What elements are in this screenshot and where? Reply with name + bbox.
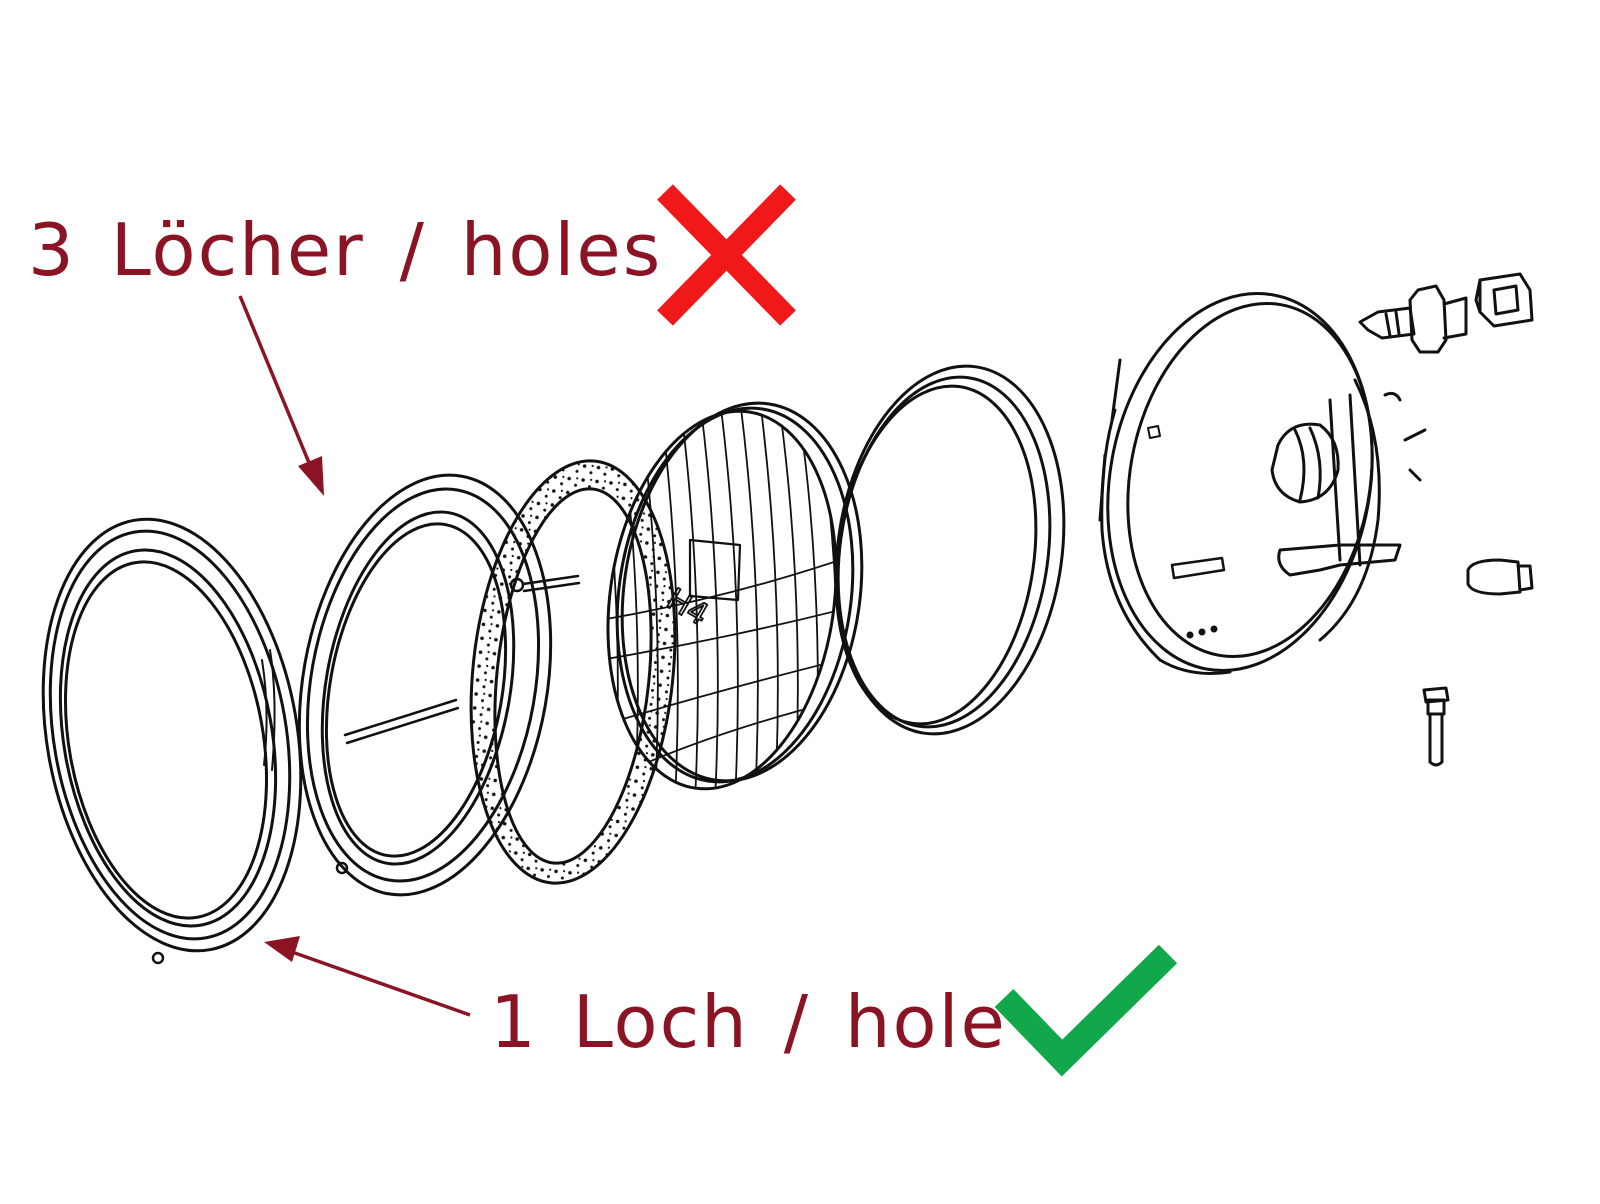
parking-bulb: [1466, 558, 1534, 596]
sealing-gasket: [469, 459, 677, 885]
three-holes-label: 3 Löcher / holes: [28, 208, 663, 292]
arrow-to-three-hole-ring: [238, 295, 314, 471]
reflector-housing: [1098, 292, 1427, 675]
one-hole-label: 1 Loch / hole: [490, 980, 1007, 1064]
mounting-hole: [335, 861, 349, 875]
adjustment-screw: [1422, 686, 1450, 767]
arrow-head: [264, 936, 300, 962]
callout-arrows: [238, 295, 471, 1017]
retaining-pin: [521, 574, 581, 593]
h4-bulb: [1358, 284, 1468, 354]
green-checkmark-icon: [994, 944, 1178, 1077]
arrow-to-one-hole-ring: [291, 950, 471, 1017]
inner-trim-ring: [297, 473, 581, 897]
headlight-lens: H4: [599, 399, 864, 801]
retaining-pin: [343, 698, 460, 745]
red-cross-icon: [657, 184, 796, 326]
outer-trim-ring: [41, 517, 303, 965]
arrow-head: [298, 456, 324, 496]
rubber-seal-ring: [834, 364, 1066, 736]
connector-plug: [1474, 272, 1534, 328]
mounting-hole: [151, 951, 165, 965]
